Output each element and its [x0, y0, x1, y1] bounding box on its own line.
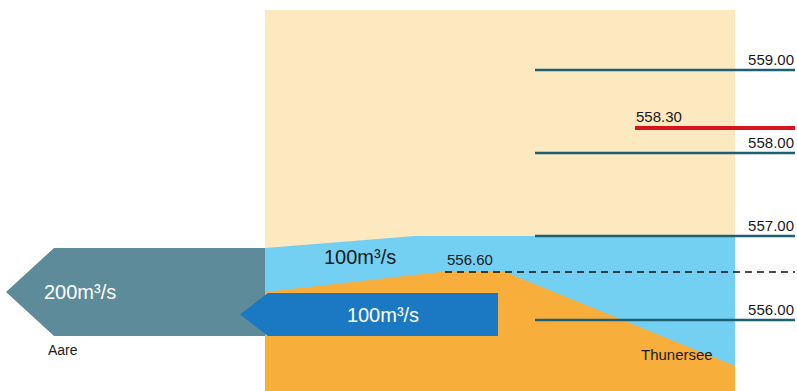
lake-name: Thunersee [641, 346, 713, 364]
arrow-body [6, 248, 265, 336]
channel-arrow: 100m³/s [240, 293, 498, 336]
level-lines [535, 70, 795, 320]
flood-level-line [635, 126, 795, 130]
flow-rate: 200m³/s [44, 281, 116, 303]
flow-rate: 100m³/s [324, 246, 396, 269]
flood-elevation-label: 558.30 [636, 108, 682, 125]
sill-elevation-label: 556.60 [447, 251, 493, 268]
flow-rate: 100m³/s [347, 304, 419, 326]
outflow-arrow: 200m³/s [6, 248, 265, 336]
elevation-label: 558.00 [748, 134, 794, 151]
river-name: Aare [48, 342, 78, 359]
arrow-body [240, 293, 498, 336]
elevation-label: 556.00 [748, 301, 794, 318]
sill-level-line [445, 271, 795, 273]
elevation-label: 557.00 [748, 217, 794, 234]
elevation-label: 559.00 [748, 51, 794, 68]
